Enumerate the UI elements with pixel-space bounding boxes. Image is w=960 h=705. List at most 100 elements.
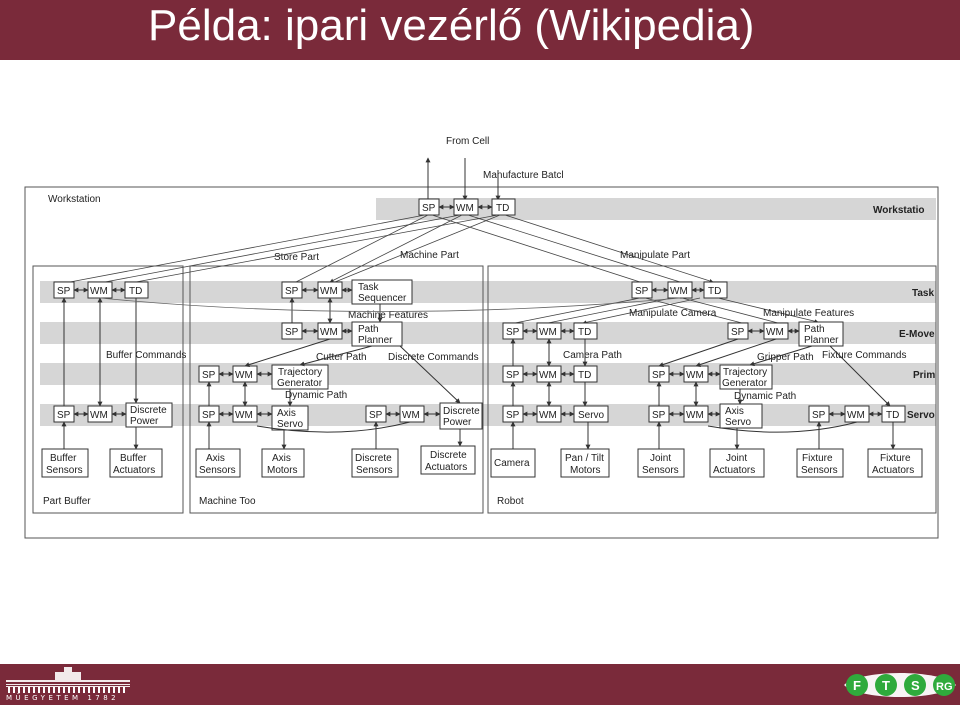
- svg-text:Sensors: Sensors: [801, 465, 838, 476]
- footer-bar: [0, 664, 960, 705]
- manipulate-part-label: Manipulate Part: [620, 250, 690, 261]
- svg-text:Servo: Servo: [725, 417, 752, 428]
- mt-servo-sp2: SP: [365, 405, 387, 423]
- svg-text:SP: SP: [202, 370, 216, 381]
- svg-text:Generator: Generator: [277, 378, 323, 389]
- svg-text:S: S: [911, 678, 920, 693]
- title-bar: [0, 0, 960, 60]
- mt-task-wm: WM: [317, 281, 343, 299]
- svg-text:WM: WM: [686, 370, 704, 381]
- svg-text:Path: Path: [358, 324, 379, 335]
- svg-text:F: F: [853, 678, 861, 693]
- badge-f-icon: F: [846, 674, 868, 696]
- svg-text:Fixture: Fixture: [880, 453, 911, 464]
- rb-grip-emove-wm: WM: [763, 322, 789, 340]
- svg-text:Motors: Motors: [570, 465, 601, 476]
- svg-text:WM: WM: [235, 410, 253, 421]
- svg-text:Servo: Servo: [277, 419, 304, 430]
- rb-cam-emove-td: TD: [573, 322, 598, 340]
- svg-text:Power: Power: [443, 417, 472, 428]
- rb-grip-servo-wm: WM: [683, 405, 709, 423]
- rb-task-wm: WM: [667, 281, 693, 299]
- svg-text:Joint: Joint: [726, 453, 747, 464]
- svg-text:Discrete: Discrete: [130, 405, 167, 416]
- manufacture-label: Manufacture Batcl: [483, 170, 564, 181]
- svg-text:Sensors: Sensors: [356, 465, 393, 476]
- svg-text:TD: TD: [708, 286, 721, 297]
- svg-text:Actuators: Actuators: [425, 462, 467, 473]
- svg-text:Axis: Axis: [206, 453, 225, 464]
- svg-text:WM: WM: [90, 286, 108, 297]
- camera-path-label: Camera Path: [563, 350, 622, 361]
- pb-servo-sp: SP: [53, 405, 75, 423]
- svg-text:Path: Path: [804, 324, 825, 335]
- svg-text:SP: SP: [506, 327, 520, 338]
- mt-servo-wm2: WM: [399, 405, 425, 423]
- rb-task-td: TD: [703, 281, 728, 299]
- store-part-label: Store Part: [274, 252, 319, 263]
- svg-text:WM: WM: [90, 410, 108, 421]
- svg-text:SP: SP: [422, 203, 436, 214]
- svg-text:WM: WM: [539, 410, 557, 421]
- svg-text:Sensors: Sensors: [46, 465, 83, 476]
- discrete-commands-label: Discrete Commands: [388, 352, 479, 363]
- slide-title: Példa: ipari vezérlő (Wikipedia): [148, 1, 755, 50]
- ws-wm-box: WM: [453, 198, 479, 216]
- mt-servo-wm: WM: [232, 405, 258, 423]
- level-label-prim: Prim: [913, 370, 935, 381]
- svg-text:WM: WM: [402, 410, 420, 421]
- svg-text:SP: SP: [506, 410, 520, 421]
- svg-text:SP: SP: [506, 370, 520, 381]
- svg-text:Power: Power: [130, 416, 159, 427]
- svg-text:Motors: Motors: [267, 465, 298, 476]
- cutter-path-label: Cutter Path: [316, 352, 367, 363]
- svg-text:Sensors: Sensors: [199, 465, 236, 476]
- svg-text:WM: WM: [670, 286, 688, 297]
- svg-text:SP: SP: [57, 410, 71, 421]
- mt-emove-wm: WM: [317, 322, 343, 340]
- machine-tool-frame: [189, 265, 484, 514]
- level-label-task: Task: [912, 288, 934, 299]
- svg-text:WM: WM: [320, 327, 338, 338]
- rb-cam-prim-td: TD: [573, 365, 598, 383]
- svg-text:Discrete: Discrete: [355, 453, 392, 464]
- svg-text:WM: WM: [539, 327, 557, 338]
- svg-text:Fixture: Fixture: [802, 453, 833, 464]
- workstation-frame: [24, 186, 939, 539]
- svg-text:Planner: Planner: [804, 335, 839, 346]
- rb-cam-prim-sp: SP: [502, 365, 524, 383]
- rb-cam-servo-wm: WM: [536, 405, 562, 423]
- svg-text:Pan / Tilt: Pan / Tilt: [565, 453, 604, 464]
- svg-text:SP: SP: [285, 286, 299, 297]
- mt-dynamic-path-label: Dynamic Path: [285, 390, 347, 401]
- svg-text:SP: SP: [652, 410, 666, 421]
- svg-text:WM: WM: [686, 410, 704, 421]
- svg-text:WM: WM: [539, 370, 557, 381]
- svg-text:Generator: Generator: [722, 378, 768, 389]
- university-caption: MŰEGYETEM 1782: [6, 694, 120, 702]
- rb-fix-servo-td: TD: [881, 405, 906, 423]
- svg-text:Buffer: Buffer: [120, 453, 147, 464]
- rb-grip-prim-wm: WM: [683, 365, 709, 383]
- rb-cam-servo-sp: SP: [502, 405, 524, 423]
- part-buffer-frame: [32, 265, 184, 514]
- university-building-logo: [6, 667, 130, 693]
- from-cell-label: From Cell: [446, 136, 489, 147]
- department-badges: F T S RG: [844, 673, 956, 697]
- svg-text:Actuators: Actuators: [713, 465, 755, 476]
- badge-rg-icon: RG: [933, 674, 955, 696]
- level-label-emove: E-Move: [899, 329, 935, 340]
- fixture-commands-label: Fixture Commands: [822, 350, 906, 361]
- rb-fix-servo-sp: SP: [808, 405, 830, 423]
